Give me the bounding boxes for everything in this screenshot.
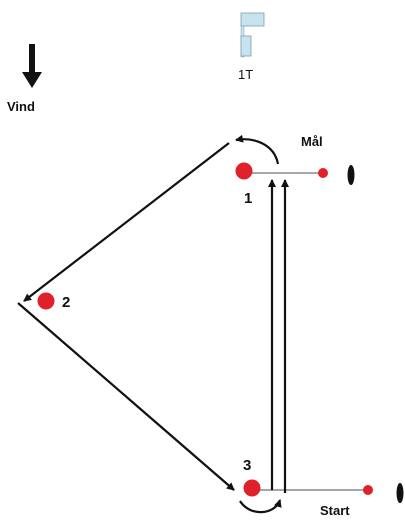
course-flag-icon (240, 12, 265, 58)
start-mark-buoy (363, 485, 373, 495)
rounding-mark-3 (239, 499, 282, 514)
mark-3-label: 3 (243, 457, 251, 474)
mark-3: 3 (243, 457, 261, 497)
wind-indicator: Vind (7, 44, 42, 114)
leg-mark-2-to-mark-3 (17, 302, 235, 491)
wind-label: Vind (7, 99, 35, 114)
finish-gate: Mål (245, 134, 355, 185)
course-route (17, 134, 289, 514)
finish-mark-buoy (318, 168, 328, 178)
leg-mark-1-to-mark-2 (23, 142, 230, 302)
start-gate: Start (250, 483, 404, 518)
finish-boat-icon (347, 165, 355, 185)
start-boat-icon (396, 483, 404, 503)
mark-2: 2 (37, 292, 70, 311)
rounding-mark-1 (235, 134, 280, 165)
mark-1-buoy (235, 162, 253, 180)
mark-2-label: 2 (62, 294, 70, 311)
finish-label: Mål (301, 134, 323, 149)
course-flag-label: 1T (238, 67, 253, 82)
mark-1-label: 1 (244, 190, 252, 207)
start-label: Start (320, 503, 350, 518)
wind-direction-arrow-icon (22, 44, 42, 88)
mark-3-buoy (243, 479, 261, 497)
mark-2-buoy (37, 292, 55, 310)
mark-1: 1 (235, 162, 253, 207)
